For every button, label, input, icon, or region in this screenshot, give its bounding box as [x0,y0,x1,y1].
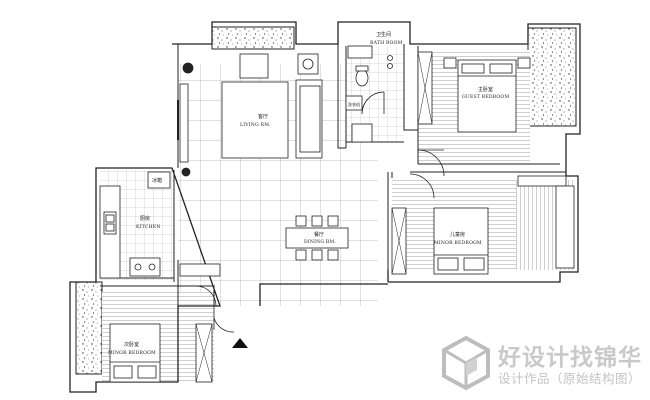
child-label-en: MINOR BEDROOM [434,240,482,246]
watermark-subtitle: 设计作品（原始结构图） [498,371,642,386]
dining-label-cn: 餐厅 [314,231,324,238]
child-side-cabinet [517,175,567,187]
laundry-label: 洗衣机 [348,101,360,107]
dining-table [285,227,349,249]
washbasin [351,123,373,143]
master-label-cn: 主卧室 [478,86,493,93]
entry-arrow-icon [232,338,248,348]
kitchen-label-en: KITCHEN [136,224,161,230]
bath-label-cn: 卫生间 [376,31,391,38]
coffee-table [221,81,289,159]
dining-label-en: DINING RM. [304,239,336,245]
entry-door-swing [213,317,235,333]
master-label-en: GUEST BEDROOM [462,94,509,100]
laundry [345,95,363,111]
living-label-en: LIVING RM. [240,122,271,128]
living-furniture [177,53,323,177]
child-door-swing [409,173,435,199]
watermark-logo: 好设计找锦华 设计作品（原始结构图） [440,334,642,394]
watermark-title: 好设计找锦华 [498,345,642,371]
fridge-label: 冰箱 [152,177,162,184]
armchair [239,53,269,79]
child-label-cn: 儿童房 [450,231,465,238]
toilet [355,69,369,87]
child-desk [555,185,575,269]
side-table [297,53,319,75]
second-label-cn: 次卧室 [124,341,139,348]
beds [109,57,531,383]
kitchen-fixtures [99,171,221,279]
cube-logo-icon [442,335,490,391]
plant-2 [181,167,191,177]
dining-furniture [285,215,349,261]
balcony-top [211,26,295,50]
room-labels: 卫生间 BATH ROOM 主卧室 GUEST BEDROOM 客厅 LIVIN… [108,31,509,356]
kitchen-bar [179,263,221,277]
doors [195,91,445,333]
tv-cabinet [179,83,189,163]
sink [103,211,117,235]
living-label-cn: 客厅 [258,113,268,120]
wardrobes [195,51,575,383]
kitchen-label-cn: 厨房 [140,215,150,222]
stove [129,257,161,277]
bath-door-swing [361,91,385,115]
second-label-en: MINOR BEDROOM [108,350,156,356]
bath-label-en: BATH ROOM [370,40,403,46]
balcony-right [527,27,577,127]
balcony-bottom-left [75,281,103,375]
shower [347,45,373,59]
fridge [147,171,171,189]
second-door-swing [195,285,217,307]
bath-fixtures [345,45,393,143]
plant-1 [182,62,194,74]
